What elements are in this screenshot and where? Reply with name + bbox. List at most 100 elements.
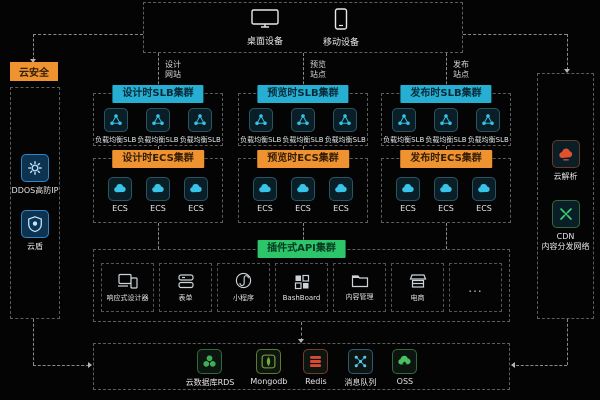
api-item-label: 电商 — [410, 293, 425, 302]
mini-program-icon — [235, 272, 252, 289]
ecs-cloud-icon — [472, 177, 496, 201]
mongodb-item: Mongodb — [250, 349, 287, 388]
connector-security-to-devices — [33, 34, 143, 35]
connector-ecs-api-1 — [158, 223, 159, 249]
connector-label-preview: 预览 站点 — [310, 60, 326, 79]
devices-box: 桌面设备 移动设备 — [143, 2, 463, 53]
arrowhead — [511, 362, 515, 368]
storage-box: 云数据库RDS Mongodb — [93, 343, 510, 390]
ecs-cluster-preview-title: 预览时ECS集群 — [257, 150, 349, 168]
dashboard-grid-icon — [294, 274, 310, 290]
slb-node: 负载均衡SLB — [425, 108, 467, 145]
slb-node: 负载均衡SLB — [95, 108, 136, 145]
cloud-security-box: DDOS高防IP 云盾 — [10, 87, 60, 319]
folder-icon — [351, 273, 369, 288]
slb-cluster-preview-title: 预览时SLB集群 — [257, 85, 349, 103]
slb-node-label: 负载均衡SLB — [324, 136, 366, 144]
storefront-icon — [409, 273, 427, 289]
connector-devices-to-dns — [463, 34, 567, 35]
connector-ecs-api-3 — [446, 223, 447, 249]
api-item-label: 响应式设计器 — [106, 293, 149, 302]
api-item-label: BashBoard — [282, 293, 321, 302]
ecs-node: ECS — [184, 177, 208, 213]
ecs-node-label: ECS — [150, 204, 166, 213]
slb-icon — [145, 108, 170, 132]
responsive-designer-icon — [117, 273, 138, 289]
ecs-node-label: ECS — [257, 204, 273, 213]
ecs-cloud-icon — [291, 177, 315, 201]
api-item-ecommerce: 电商 — [391, 263, 444, 312]
gear-shield-icon — [20, 154, 49, 182]
rds-item: 云数据库RDS — [186, 349, 234, 388]
ecs-cloud-icon — [434, 177, 458, 201]
redis-item: Redis — [303, 349, 329, 388]
ecs-node-label: ECS — [476, 204, 492, 213]
slb-icon — [476, 108, 501, 132]
slb-node-label: 负载均衡SLB — [467, 136, 509, 144]
ecs-cluster-preview-box: 预览时ECS集群 ECS ECS ECS — [238, 150, 368, 223]
connector-label-design: 设计 网站 — [165, 60, 181, 79]
slb-node: 负载均衡SLB — [325, 108, 366, 145]
slb-icon — [188, 108, 213, 132]
slb-node-label: 负载均衡SLB — [95, 136, 137, 144]
connector-api-storage — [301, 322, 302, 341]
connector-ecs-api-2 — [303, 223, 304, 249]
cloud-security-header: 云安全 — [10, 62, 58, 81]
ecs-cloud-icon — [396, 177, 420, 201]
oss-cloud-icon — [392, 349, 418, 374]
connector-security-storage-v — [33, 319, 34, 365]
cdn-item: CDN 内容分发网络 — [542, 200, 590, 252]
connector-label-publish: 发布 站点 — [453, 60, 469, 79]
api-item-label: 表单 — [178, 293, 193, 302]
ecs-cluster-design-title: 设计时ECS集群 — [112, 150, 204, 168]
ecs-node: ECS — [291, 177, 315, 213]
slb-icon — [103, 108, 128, 132]
cloud-shield-item: 云盾 — [21, 210, 49, 252]
slb-node-label: 负载均衡SLB — [137, 136, 179, 144]
ellipsis-label: ... — [468, 280, 483, 295]
slb-cluster-publish-title: 发布时SLB集群 — [400, 85, 492, 103]
ecs-node-label: ECS — [188, 204, 204, 213]
api-item-form: 表单 — [159, 263, 212, 312]
cdn-label: CDN 内容分发网络 — [541, 232, 590, 251]
connector-security-down — [33, 34, 34, 60]
ecs-cluster-publish-box: 发布时ECS集群 ECS ECS ECS — [381, 150, 511, 223]
api-cluster-title: 插件式API集群 — [257, 240, 346, 258]
ecs-node-label: ECS — [333, 204, 349, 213]
shield-icon — [21, 210, 49, 238]
dns-label: 云解析 — [553, 172, 578, 181]
dns-cdn-box: 云解析 CDN 内容分发网络 — [537, 73, 594, 319]
api-item-label: 小程序 — [233, 294, 254, 302]
api-item-content-management: 内容管理 — [333, 263, 386, 312]
desktop-device-label: 桌面设备 — [246, 36, 283, 47]
connector-devices-col3 — [446, 53, 447, 89]
slb-icon — [333, 108, 358, 132]
message-queue-icon — [347, 349, 373, 374]
ecs-cloud-icon — [253, 177, 277, 201]
slb-node-label: 负载均衡SLB — [179, 136, 221, 144]
api-item-label: 内容管理 — [345, 293, 374, 301]
ecs-node: ECS — [396, 177, 420, 213]
arrowhead — [88, 362, 92, 368]
ecs-node: ECS — [434, 177, 458, 213]
ecs-node-label: ECS — [438, 204, 454, 213]
slb-node-label: 负载均衡SLB — [282, 136, 324, 144]
slb-icon — [391, 108, 416, 132]
oss-label: 消息队列 — [344, 378, 377, 387]
mongodb-label: Mongodb — [250, 377, 288, 386]
slb-icon — [290, 108, 315, 132]
ddos-item: DDOS高防IP — [12, 154, 58, 196]
api-cluster-box: 插件式API集群 响应式设计器 — [93, 240, 510, 322]
redis-label: Redis — [305, 377, 327, 386]
rds-trefoil-icon — [197, 349, 223, 374]
slb-node: 负载均衡SLB — [383, 108, 424, 145]
ecs-cloud-icon — [329, 177, 353, 201]
slb-cluster-publish-box: 发布时SLB集群 负载均衡SLB 负载均衡SLB — [381, 85, 511, 146]
slb-cluster-preview-box: 预览时SLB集群 负载均衡SLB 负载均衡SLB — [238, 85, 368, 146]
slb-icon — [248, 108, 273, 132]
ecs-cloud-icon — [146, 177, 170, 201]
ecs-node: ECS — [108, 177, 132, 213]
slb-cluster-design-box: 设计时SLB集群 负载均衡SLB 负载均衡SLB — [93, 85, 223, 146]
connector-security-storage-h — [33, 365, 89, 366]
